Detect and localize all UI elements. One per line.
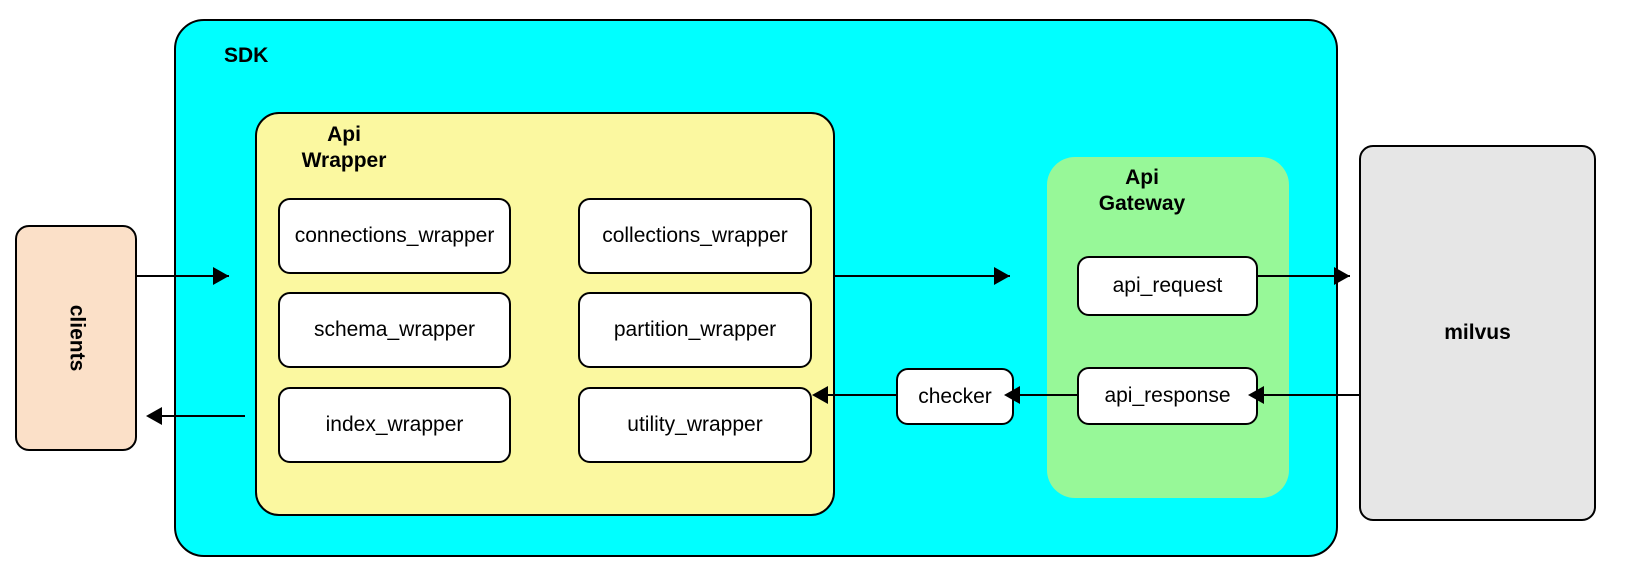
node-schema-wrapper-label: schema_wrapper (313, 318, 476, 341)
container-sdk-label: SDK (224, 44, 269, 67)
node-partition-wrapper-label: partition_wrapper (613, 318, 777, 341)
node-index-wrapper[interactable]: index_wrapper (278, 387, 511, 463)
node-api-request[interactable]: api_request (1077, 256, 1258, 316)
node-milvus-label: milvus (1444, 321, 1511, 344)
node-checker[interactable]: checker (896, 368, 1014, 425)
node-api-response-label: api_response (1104, 384, 1231, 407)
arrow-left-icon (146, 407, 162, 425)
container-api-gateway-label: Api Gateway (1098, 166, 1186, 216)
node-clients-label: clients (65, 304, 88, 372)
node-connections-wrapper[interactable]: connections_wrapper (278, 198, 511, 274)
node-utility-wrapper[interactable]: utility_wrapper (578, 387, 812, 463)
node-schema-wrapper[interactable]: schema_wrapper (278, 292, 511, 368)
container-api-wrapper-label: Api Wrapper (301, 123, 387, 173)
node-partition-wrapper[interactable]: partition_wrapper (578, 292, 812, 368)
node-api-request-label: api_request (1112, 274, 1223, 297)
node-collections-wrapper[interactable]: collections_wrapper (578, 198, 812, 274)
node-milvus[interactable]: milvus (1359, 145, 1596, 521)
container-api-gateway[interactable]: Api Gateway (1047, 157, 1289, 498)
node-api-response[interactable]: api_response (1077, 367, 1258, 425)
node-index-wrapper-label: index_wrapper (325, 413, 464, 436)
node-connections-wrapper-label: connections_wrapper (294, 224, 495, 247)
node-utility-wrapper-label: utility_wrapper (627, 413, 763, 436)
node-collections-wrapper-label: collections_wrapper (602, 224, 788, 247)
node-checker-label: checker (918, 384, 992, 408)
node-clients[interactable]: clients (15, 225, 137, 451)
